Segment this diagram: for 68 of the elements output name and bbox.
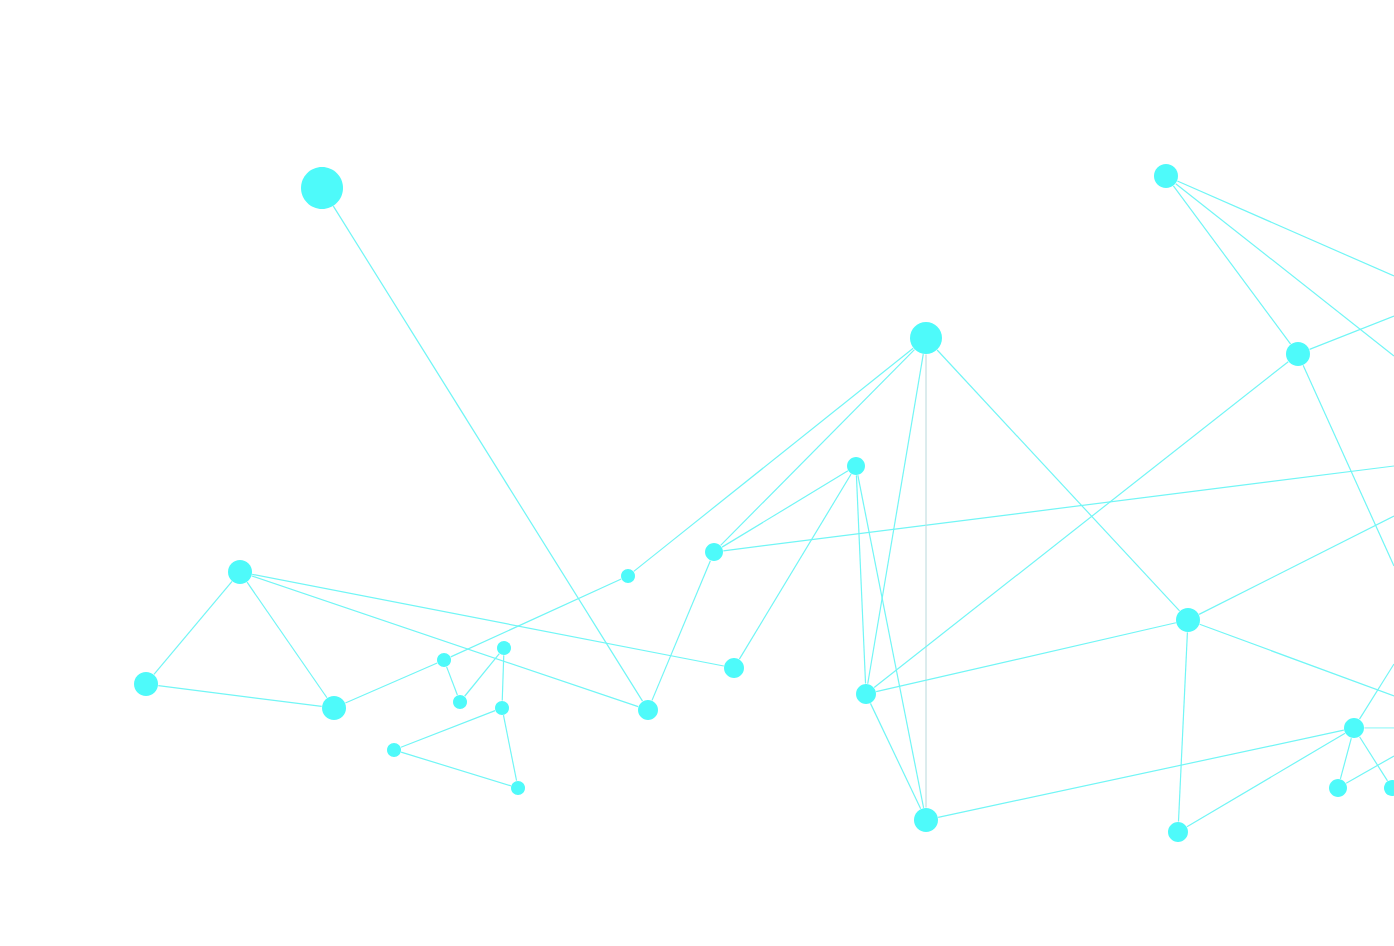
connecting-line [450, 578, 622, 658]
network-node [387, 743, 401, 757]
connecting-line [1339, 737, 1352, 780]
connecting-line [867, 353, 924, 685]
connecting-line [400, 751, 512, 787]
network-node [322, 696, 346, 720]
network-node [497, 641, 511, 655]
connecting-line [720, 349, 916, 546]
connecting-line [1345, 755, 1394, 784]
connecting-line [937, 729, 1345, 818]
connecting-line [855, 474, 867, 685]
connecting-line [1175, 183, 1394, 357]
connecting-line [651, 560, 711, 701]
connecting-line [153, 580, 233, 676]
connecting-line [875, 622, 1177, 693]
network-node [301, 167, 343, 209]
network-node [1344, 718, 1364, 738]
connecting-line [157, 684, 323, 707]
connecting-line [251, 575, 639, 708]
connecting-line [1358, 663, 1394, 720]
connecting-line [925, 353, 927, 809]
connecting-line [1358, 736, 1389, 782]
connecting-line [721, 470, 849, 548]
network-node [1176, 608, 1200, 632]
connecting-line [464, 653, 500, 697]
connecting-line [1186, 732, 1346, 828]
network-node [910, 322, 942, 354]
connecting-line [869, 702, 922, 810]
connecting-line [1172, 185, 1292, 345]
network-node [705, 543, 723, 561]
network-node [453, 695, 467, 709]
connecting-line [633, 347, 914, 572]
connecting-line [873, 361, 1289, 689]
network-node [437, 653, 451, 667]
connecting-line [501, 654, 505, 702]
connecting-line [332, 205, 644, 702]
connecting-line [1177, 631, 1188, 823]
network-node [914, 808, 938, 832]
network-node [495, 701, 509, 715]
connecting-line [246, 581, 328, 699]
network-node [1168, 822, 1188, 842]
network-node [1154, 164, 1178, 188]
connecting-line [251, 573, 725, 667]
network-node [1329, 779, 1347, 797]
network-node [847, 457, 865, 475]
network-node [134, 672, 158, 696]
network-node [621, 569, 635, 583]
connecting-line [1176, 180, 1394, 277]
network-node [856, 684, 876, 704]
network-node [228, 560, 252, 584]
connecting-line [344, 662, 438, 704]
network-node [1384, 780, 1394, 796]
connecting-line [936, 349, 1181, 612]
network-node [724, 658, 744, 678]
connecting-line [1198, 515, 1394, 615]
connecting-line [1363, 727, 1394, 729]
network-node [638, 700, 658, 720]
connecting-line [400, 710, 496, 748]
connecting-line [502, 714, 518, 782]
network-node [511, 781, 525, 795]
connecting-line [738, 473, 852, 660]
connecting-line [722, 465, 1394, 552]
connecting-line [1199, 623, 1394, 697]
connecting-line [1302, 364, 1394, 567]
network-node [1286, 342, 1310, 366]
connecting-line [446, 666, 458, 696]
connecting-line [1308, 315, 1394, 351]
connecting-line [857, 474, 925, 809]
